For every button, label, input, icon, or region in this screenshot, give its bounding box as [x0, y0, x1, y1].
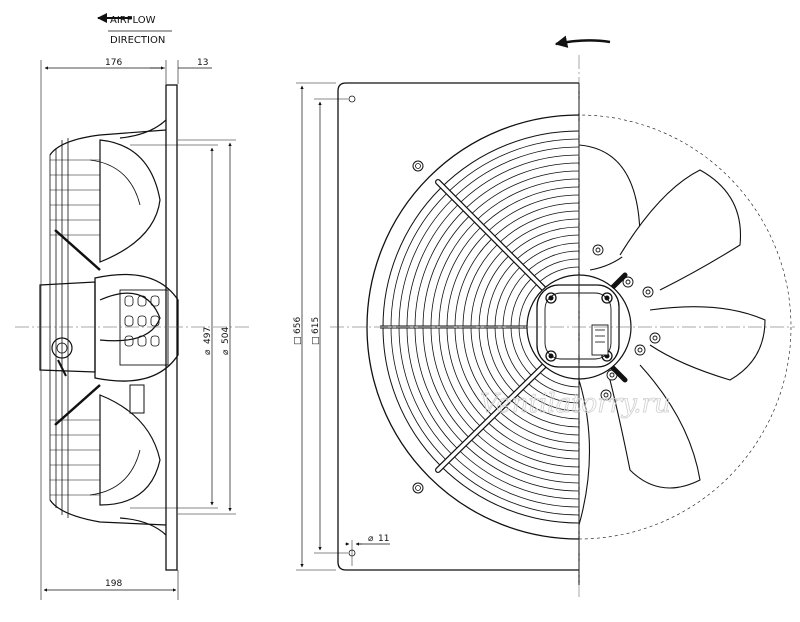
- diameter-symbol-icon: ⌀: [221, 349, 231, 355]
- nameplate-icon: [591, 324, 609, 356]
- airflow-label-line1: AIRFLOW: [110, 15, 156, 26]
- dim-square-inner: 615: [311, 317, 321, 334]
- dim-dia-outer: 504: [221, 327, 231, 344]
- square-symbol-icon: □: [311, 336, 321, 345]
- dim-square-inner-group: □ 615: [311, 317, 321, 345]
- dim-square-outer: 656: [293, 317, 303, 334]
- watermark: Ventilatorry.ru: [480, 389, 671, 419]
- dim-dia-inner-group: ⌀ 497: [203, 327, 213, 355]
- front-view: [296, 55, 795, 600]
- dim-top-width: 176: [105, 58, 122, 68]
- square-symbol-icon: □: [293, 336, 303, 345]
- rotation-arrow-icon: [554, 35, 611, 48]
- dim-flange-thickness: 13: [197, 58, 208, 68]
- dim-square-outer-group: □ 656: [293, 317, 303, 345]
- dim-dia-inner: 497: [203, 327, 213, 344]
- airflow-label-line2: DIRECTION: [110, 35, 165, 46]
- dim-hole-dia: 11: [378, 534, 389, 544]
- diameter-symbol-icon: ⌀: [368, 534, 374, 544]
- dim-bottom-width: 198: [105, 579, 122, 589]
- side-view: [15, 60, 250, 600]
- dim-dia-outer-group: ⌀ 504: [221, 327, 231, 355]
- airflow-direction-label: AIRFLOW DIRECTION: [97, 13, 172, 46]
- diameter-symbol-icon: ⌀: [203, 349, 213, 355]
